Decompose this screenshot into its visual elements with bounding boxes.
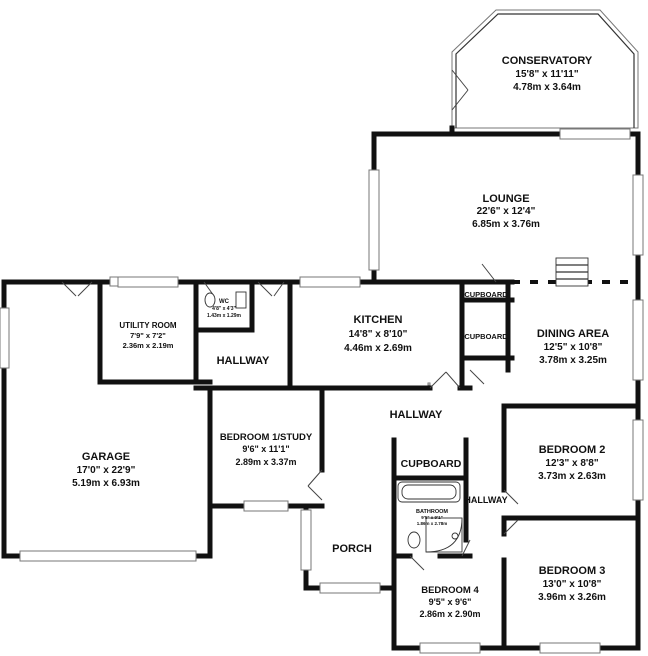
- cupboard-hall-label: CUPBOARD: [401, 458, 462, 470]
- wc-metric: 1.43m x 1.29m: [207, 313, 241, 319]
- cupboard-upper-label: CUPBOARD: [464, 290, 508, 299]
- room-label-bedroom2: BEDROOM 2 12'3" x 8'8" 3.73m x 2.63m: [538, 444, 606, 482]
- bathroom-fixtures: [397, 481, 463, 553]
- conservatory-name: CONSERVATORY: [502, 55, 593, 67]
- interior-walls: [97, 279, 641, 651]
- wc-fixtures: [204, 291, 247, 309]
- room-label-bedroom3: BEDROOM 3 13'0" x 10'8" 3.96m x 3.26m: [538, 565, 606, 603]
- hallway-small-label: HALLWAY: [217, 355, 270, 367]
- dining-imperial: 12'5" x 10'8": [544, 342, 603, 353]
- bedroom2-imperial: 12'3" x 8'8": [545, 458, 598, 469]
- utility-imperial: 7'9" x 7'2": [130, 331, 166, 340]
- hallway-side-label: HALLWAY: [464, 495, 507, 505]
- room-label-conservatory: CONSERVATORY 15'8" x 11'11" 4.78m x 3.64…: [502, 55, 593, 93]
- garage-name: GARAGE: [82, 451, 130, 463]
- conservatory-outline: [449, 9, 639, 133]
- kitchen-name: KITCHEN: [354, 314, 403, 326]
- kitchen-metric: 4.46m x 2.69m: [344, 343, 412, 354]
- bedroom3-imperial: 13'0" x 10'8": [543, 579, 602, 590]
- room-label-dining: DINING AREA 12'5" x 10'8" 3.78m x 3.25m: [537, 328, 609, 366]
- lounge-walls: [368, 128, 644, 287]
- hallway-main-label: HALLWAY: [390, 409, 443, 421]
- windows: [117, 276, 644, 654]
- lounge-imperial: 22'6" x 12'4": [477, 206, 536, 217]
- bedroom4-imperial: 9'5" x 9'6": [429, 597, 472, 607]
- porch-label: PORCH: [332, 543, 372, 555]
- room-label-bedroom4: BEDROOM 4 9'5" x 9'6" 2.86m x 2.90m: [419, 585, 480, 619]
- bedroom4-name: BEDROOM 4: [421, 585, 479, 596]
- bedroom3-metric: 3.96m x 3.26m: [538, 592, 606, 603]
- room-label-bathroom: BATHROOM 9'5" x 9'1" 1.86m x 2.78m: [416, 509, 448, 526]
- bedroom1-name: BEDROOM 1/STUDY: [220, 432, 313, 443]
- wc-imperial: 4'8" x 4'3": [212, 306, 236, 312]
- bedroom4-metric: 2.86m x 2.90m: [419, 609, 480, 619]
- wc-name: WC: [219, 299, 230, 305]
- bedroom1-imperial: 9'6" x 11'1": [242, 444, 289, 454]
- bedroom1-metric: 2.89m x 3.37m: [235, 457, 296, 467]
- room-label-kitchen: KITCHEN 14'8" x 8'10" 4.46m x 2.69m: [344, 314, 412, 354]
- kitchen-imperial: 14'8" x 8'10": [349, 329, 408, 340]
- dining-name: DINING AREA: [537, 328, 609, 340]
- dining-metric: 3.78m x 3.25m: [539, 355, 607, 366]
- room-label-bedroom1: BEDROOM 1/STUDY 9'6" x 11'1" 2.89m x 3.3…: [220, 432, 313, 467]
- bathroom-imperial: 9'5" x 9'1": [421, 515, 442, 520]
- lounge-name: LOUNGE: [482, 193, 529, 205]
- conservatory-metric: 4.78m x 3.64m: [513, 82, 581, 93]
- utility-name: UTILITY ROOM: [119, 321, 177, 330]
- room-label-lounge: LOUNGE 22'6" x 12'4" 6.85m x 3.76m: [472, 193, 540, 230]
- bathroom-metric: 1.86m x 2.78m: [417, 521, 448, 526]
- garage-imperial: 17'0" x 22'9": [77, 465, 136, 476]
- bedroom2-metric: 3.73m x 2.63m: [538, 471, 606, 482]
- conservatory-imperial: 15'8" x 11'11": [515, 69, 578, 80]
- room-label-wc: WC 4'8" x 4'3" 1.43m x 1.29m: [207, 299, 241, 319]
- lounge-metric: 6.85m x 3.76m: [472, 219, 540, 230]
- bathroom-name: BATHROOM: [416, 509, 448, 515]
- room-label-utility: UTILITY ROOM 7'9" x 7'2" 2.36m x 2.19m: [119, 321, 177, 350]
- cupboard-lower-label: CUPBOARD: [464, 332, 508, 341]
- bedroom3-name: BEDROOM 3: [539, 565, 606, 577]
- bedroom2-name: BEDROOM 2: [539, 444, 606, 456]
- room-label-garage: GARAGE 17'0" x 22'9" 5.19m x 6.93m: [72, 451, 140, 489]
- utility-metric: 2.36m x 2.19m: [123, 341, 174, 350]
- garage-metric: 5.19m x 6.93m: [72, 478, 140, 489]
